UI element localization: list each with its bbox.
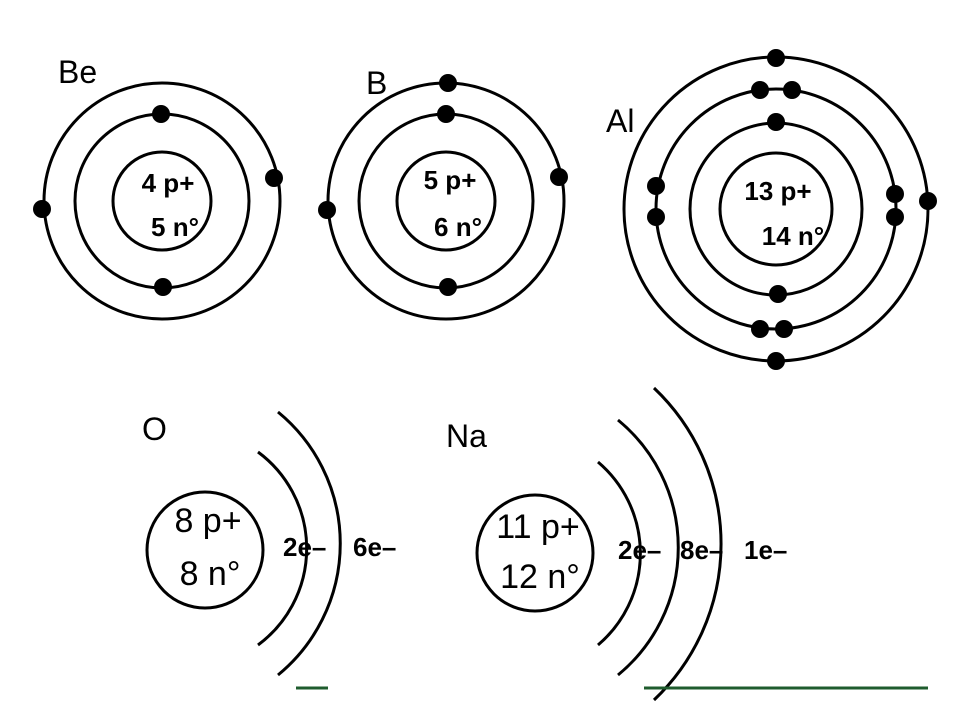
b-protons: 5 p+ [424,165,477,195]
be-electron [152,105,170,123]
b-shell-1 [357,112,535,290]
atom-boron: B 5 p+ 6 n° [318,65,568,321]
b-electron [318,201,336,219]
atom-sodium: Na 11 p+ 12 n° 2e– 8e– 1e– [446,386,928,702]
b-symbol: B [366,65,387,101]
al-electron [751,320,769,338]
al-shell-3 [622,55,930,363]
al-shell-1 [688,121,864,297]
na-shell-2-label: 8e– [680,535,723,565]
na-shell-arc-3 [652,386,723,702]
b-electron [439,74,457,92]
o-protons: 8 p+ [174,502,241,540]
na-nucleus [475,493,595,613]
b-electron [550,168,568,186]
al-electron [767,113,785,131]
be-shell-1 [73,112,251,290]
atom-oxygen: O 8 p+ 8 n° 2e– 6e– [142,410,396,690]
al-electron [886,185,904,203]
na-shell-arc-1 [597,460,642,647]
o-neutrons: 8 n° [180,555,241,593]
o-shell-1-label: 2e– [283,532,326,562]
o-shell-arc-1 [257,450,309,647]
o-nucleus [145,490,265,610]
atom-aluminium: Al 13 p+ 14 n° [606,49,937,370]
al-electron [783,81,801,99]
b-electron [437,105,455,123]
al-neutrons: 14 n° [762,221,824,251]
b-nucleus [395,150,497,252]
al-electron [751,81,769,99]
be-protons: 4 p+ [142,168,195,198]
be-symbol: Be [58,54,97,90]
al-electron [769,285,787,303]
be-neutrons: 5 n° [151,212,199,242]
na-shell-3-label: 1e– [744,535,787,565]
atom-beryllium: Be 4 p+ 5 n° [33,54,283,321]
b-electron [439,278,457,296]
al-nucleus [718,151,834,267]
be-electron [33,200,51,218]
na-symbol: Na [446,418,487,454]
al-electron [919,192,937,210]
be-electron [154,278,172,296]
o-symbol: O [142,411,167,447]
na-shell-arc-2 [617,418,680,677]
o-shell-arc-2 [277,410,342,677]
na-protons: 11 p+ [496,508,580,546]
al-protons: 13 p+ [744,176,811,206]
b-neutrons: 6 n° [434,212,482,242]
al-electron [886,208,904,226]
al-electron [767,49,785,67]
al-electron [647,208,665,226]
al-symbol: Al [606,103,634,139]
na-shell-1-label: 2e– [618,535,661,565]
na-neutrons: 12 n° [500,558,580,596]
o-shell-2-label: 6e– [353,532,396,562]
be-electron [265,169,283,187]
be-nucleus [111,150,213,252]
al-electron [647,177,665,195]
al-electron [767,352,785,370]
al-electron [775,320,793,338]
